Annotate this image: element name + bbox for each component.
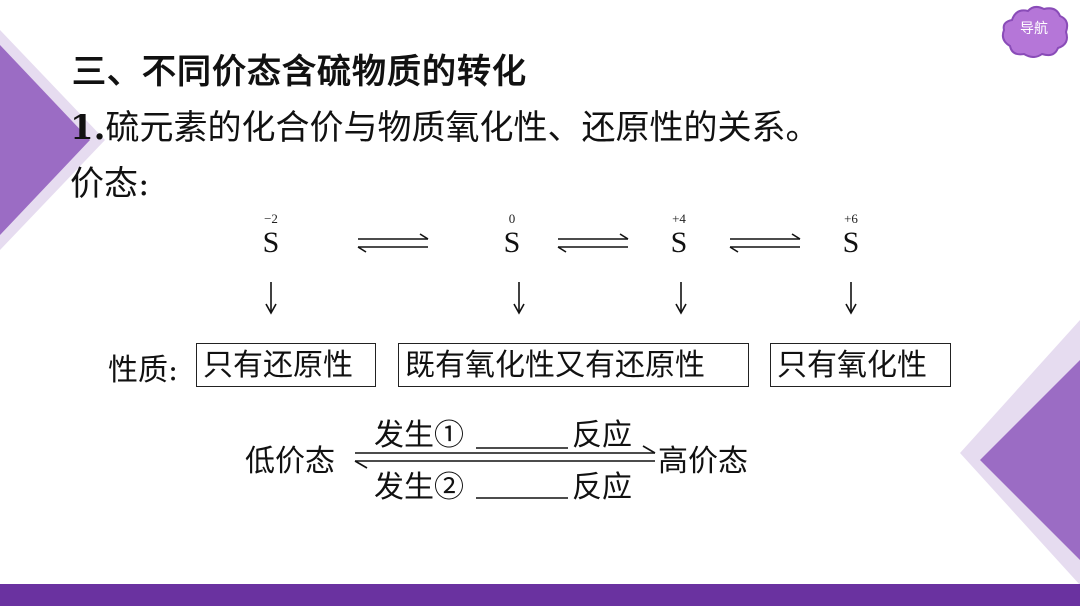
ox-state-2: 0 (508, 211, 516, 226)
sulfur-symbol-3: S (670, 226, 688, 259)
conversion-arrows (354, 445, 656, 499)
section-title: 三、不同价态含硫物质的转化 (72, 52, 527, 92)
equilibrium-arrow-2 (557, 233, 629, 253)
high-valence-label: 高价态 (658, 444, 748, 479)
upper-reaction-prefix: 发生① (374, 418, 464, 453)
down-arrow-1 (265, 282, 277, 315)
sulfur-symbol-2: S (503, 226, 521, 259)
property-box-reducing: 只有还原性 (196, 343, 376, 387)
equilibrium-arrow-3 (729, 233, 801, 253)
ox-state-3: +4 (672, 211, 686, 226)
upper-reaction-suffix: 反应 (572, 418, 632, 453)
left-corner-decoration (0, 0, 110, 270)
ox-state-1: −2 (264, 211, 278, 226)
lower-reaction-prefix: 发生② (374, 470, 464, 505)
sulfur-symbol-4: S (842, 226, 860, 259)
sulfur-symbol-1: S (262, 226, 280, 259)
item-number: 1. (70, 108, 106, 148)
down-arrow-2 (513, 282, 525, 315)
property-box-oxidizing: 只有氧化性 (770, 343, 951, 387)
property-box-both: 既有氧化性又有还原性 (398, 343, 749, 387)
down-arrow-4 (845, 282, 857, 315)
lower-reaction-suffix: 反应 (572, 470, 632, 505)
item-title: 1.硫元素的化合价与物质氧化性、还原性的关系。 (70, 100, 820, 149)
nav-label: 导航 (1020, 21, 1048, 37)
property-label: 性质: (108, 353, 179, 388)
low-valence-label: 低价态 (245, 444, 335, 479)
ox-state-4: +6 (844, 211, 858, 226)
right-corner-decoration (950, 320, 1080, 590)
bottom-bar (0, 584, 1080, 606)
valence-label: 价态: (70, 164, 150, 204)
equilibrium-arrow-1 (357, 233, 429, 253)
down-arrow-3 (675, 282, 687, 315)
nav-button[interactable] (998, 4, 1070, 58)
item-text: 硫元素的化合价与物质氧化性、还原性的关系。 (105, 108, 820, 148)
